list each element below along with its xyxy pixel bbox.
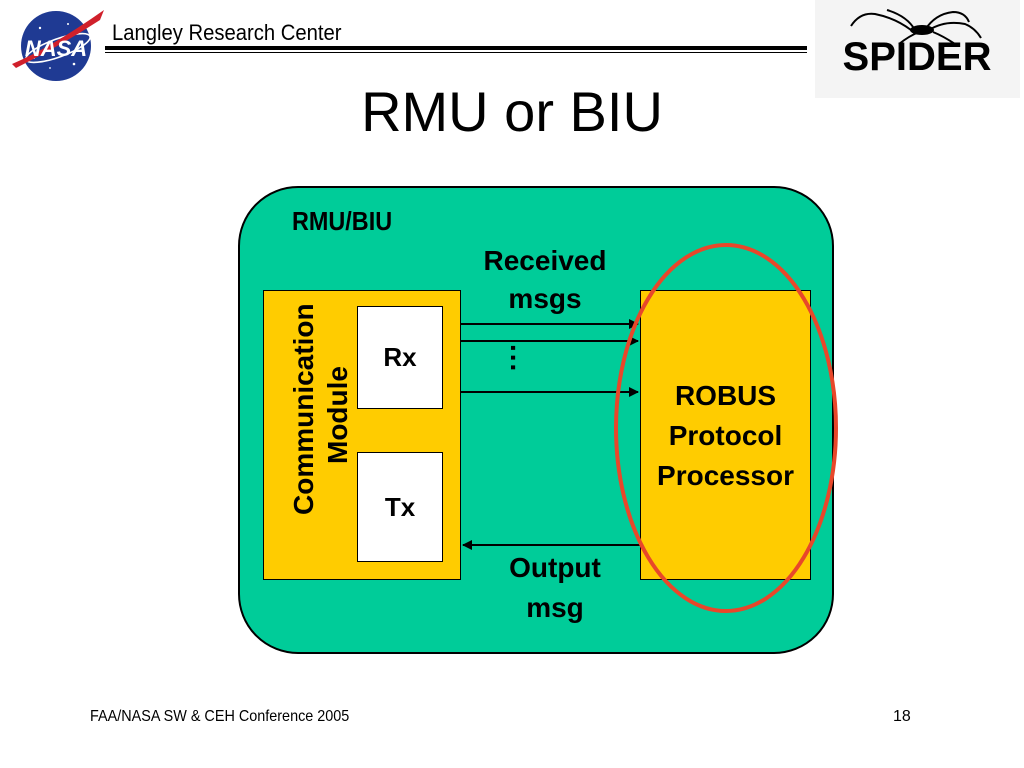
robus-processor-box bbox=[640, 290, 811, 580]
header-rule bbox=[105, 46, 807, 53]
rx-label: Rx bbox=[383, 342, 417, 372]
robus-processor-label-line1: ROBUS bbox=[674, 380, 777, 411]
spider-logo: SPIDER bbox=[815, 0, 1020, 98]
tx-box: Tx bbox=[357, 452, 443, 562]
received-msgs-label-line1: Received bbox=[483, 245, 607, 276]
page-number: 18 bbox=[893, 708, 911, 725]
output-msg-label-line2: msg bbox=[526, 592, 584, 623]
robus-processor-label-line3: Processor bbox=[657, 460, 794, 491]
received-msgs-label: Received msgs bbox=[470, 242, 620, 318]
rx-box: Rx bbox=[357, 306, 443, 409]
rmu-biu-label: RMU/BIU bbox=[292, 206, 393, 236]
output-msg-label-line1: Output bbox=[509, 552, 601, 583]
robus-processor-label: ROBUS Protocol Processor bbox=[640, 376, 811, 496]
tx-label: Tx bbox=[384, 491, 416, 522]
output-msg-label: Output msg bbox=[480, 548, 630, 628]
robus-processor-label-line2: Protocol bbox=[668, 420, 783, 451]
nasa-logo: NASA bbox=[12, 10, 104, 81]
nasa-logo-text: NASA bbox=[25, 36, 87, 61]
slide-title: RMU or BIU bbox=[361, 80, 663, 143]
spider-logo-text: SPIDER bbox=[843, 35, 992, 79]
footer-conference: FAA/NASA SW & CEH Conference 2005 bbox=[90, 708, 350, 725]
center-name: Langley Research Center bbox=[112, 20, 342, 45]
highlight-ellipse bbox=[614, 243, 838, 613]
received-msgs-label-line2: msgs bbox=[508, 283, 582, 314]
